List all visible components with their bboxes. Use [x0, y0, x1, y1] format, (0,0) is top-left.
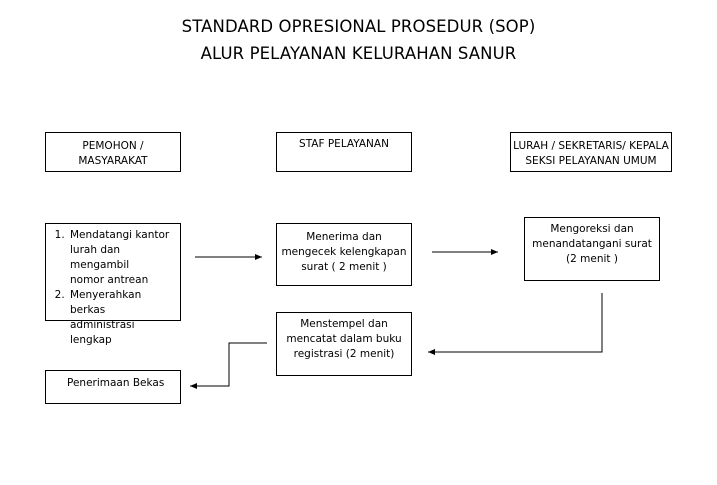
- step-penerimaan-label: Penerimaan Bekas: [67, 377, 165, 389]
- step-menerima-line: surat ( 2 menit ): [301, 261, 387, 273]
- step-menstempel-line: Menstempel dan: [300, 318, 388, 330]
- header-lurah-line: SEKSI PELAYANAN UMUM: [525, 155, 657, 167]
- header-staf-line: STAF PELAYANAN: [299, 138, 389, 150]
- step-menerima-line: mengecek kelengkapan: [281, 246, 407, 258]
- arrow-menstempel-to-penerimaan: [190, 342, 267, 389]
- list-item-line: Mendatangi kantor: [70, 229, 170, 241]
- header-staf: STAF PELAYANAN: [276, 132, 412, 172]
- header-lurah: LURAH / SEKRETARIS/ KEPALA SEKSI PELAYAN…: [510, 132, 672, 172]
- step-mengoreksi-box: Mengoreksi dan menandatangani surat (2 m…: [524, 217, 660, 281]
- header-pemohon-line: PEMOHON /: [82, 140, 144, 152]
- list-item: Menyerahkan berkas administrasi lengkap: [68, 288, 176, 348]
- step-menstempel-line: mencatat dalam buku: [286, 333, 402, 345]
- arrow-lurah-to-menstempel: [428, 293, 603, 355]
- step-pemohon-box: Mendatangi kantor lurah dan mengambil no…: [45, 223, 181, 346]
- step-mengoreksi-line: (2 menit ): [566, 253, 618, 265]
- list-item-line: administrasi lengkap: [70, 319, 135, 346]
- diagram-title-line2: ALUR PELAYANAN KELURAHAN SANUR: [200, 44, 517, 63]
- header-pemohon: PEMOHON / MASYARAKAT: [45, 132, 181, 172]
- list-item-line: Menyerahkan berkas: [70, 289, 142, 316]
- step-penerimaan-box: Penerimaan Bekas: [45, 370, 181, 404]
- list-item-line: nomor antrean: [70, 274, 149, 286]
- step-mengoreksi-line: menandatangani surat: [532, 238, 652, 250]
- step-mengoreksi-line: Mengoreksi dan: [550, 223, 634, 235]
- diagram-title-line1: STANDARD OPRESIONAL PROSEDUR (SOP): [181, 17, 536, 36]
- header-pemohon-line: MASYARAKAT: [78, 155, 148, 167]
- step-pemohon-list: Mendatangi kantor lurah dan mengambil no…: [50, 228, 176, 348]
- list-item: Mendatangi kantor lurah dan mengambil no…: [68, 228, 176, 288]
- header-lurah-line: LURAH / SEKRETARIS/ KEPALA: [513, 140, 669, 152]
- step-menerima-box: Menerima dan mengecek kelengkapan surat …: [276, 223, 412, 286]
- step-menerima-line: Menerima dan: [306, 231, 382, 243]
- list-item-line: lurah dan mengambil: [70, 244, 130, 271]
- step-menstempel-box: Menstempel dan mencatat dalam buku regis…: [276, 312, 412, 376]
- step-menstempel-line: registrasi (2 menit): [293, 348, 395, 360]
